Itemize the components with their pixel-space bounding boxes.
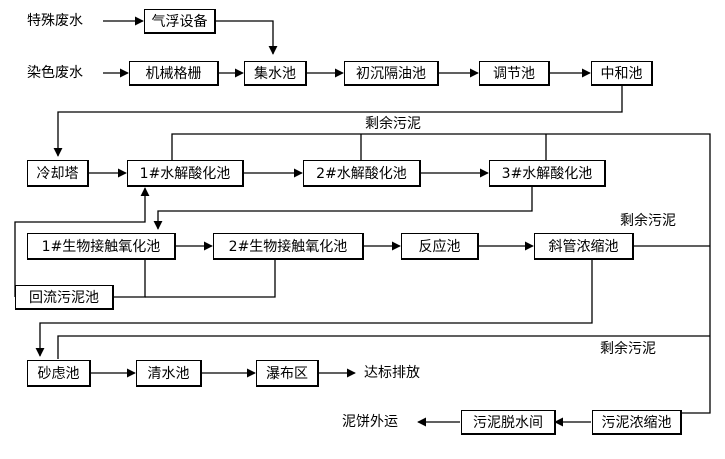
cooling-tower-box: 冷却塔	[27, 160, 89, 187]
special-wastewater-label: 特殊废水	[27, 13, 83, 29]
hydrolysis-tank-3-box: 3#水解酸化池	[489, 160, 606, 187]
return-sludge-from-contact2	[145, 259, 276, 298]
return-sludge-loop	[14, 187, 150, 297]
excess-sludge-label-bottom: 剩余污泥	[600, 341, 656, 357]
collection-tank-box: 集水池	[244, 61, 307, 86]
hydrolysis-tank-2-box: 2#水解酸化池	[303, 160, 421, 187]
arrow-thickener-to-sandfilter	[35, 259, 593, 357]
clear-water-tank-box: 清水池	[136, 360, 202, 387]
air-flotation-box: 气浮设备	[144, 9, 216, 34]
excess-sludge-label-right: 剩余污泥	[620, 213, 676, 229]
sand-filter-box: 砂虑池	[27, 360, 91, 387]
neutralization-tank-box: 中和池	[591, 61, 653, 86]
arrow-hydrolysis3-to-contact1	[153, 186, 533, 230]
excess-sludge-label-top: 剩余污泥	[365, 116, 421, 132]
discharge-label: 达标排放	[364, 365, 420, 381]
reaction-tank-box: 反应池	[401, 233, 479, 260]
excess-sludge-bottom-line	[57, 335, 710, 359]
bar-screen-box: 机械格栅	[129, 61, 219, 86]
hydrolysis-tank-1-box: 1#水解酸化池	[127, 160, 244, 187]
contact-oxidation-tank-1-box: 1#生物接触氧化池	[27, 233, 176, 260]
dyeing-wastewater-label: 染色废水	[27, 65, 83, 81]
equalization-tank-box: 调节池	[479, 61, 550, 86]
sludge-dewatering-room-box: 污泥脱水间	[461, 410, 556, 435]
excess-sludge-top-line	[171, 133, 711, 414]
inclined-tube-thickener-box: 斜管浓缩池	[534, 233, 634, 260]
arrow-flotation-to-collection	[215, 20, 278, 55]
cascade-zone-box: 瀑布区	[256, 360, 319, 387]
sludge-cake-label: 泥饼外运	[342, 414, 398, 430]
sludge-thickener-box: 污泥浓缩池	[592, 410, 682, 435]
return-sludge-tank-box: 回流污泥池	[15, 285, 114, 310]
primary-oil-separator-box: 初沉隔油池	[344, 61, 439, 86]
return-sludge-from-contact1	[113, 259, 146, 298]
arrow-neutralization-to-cooling	[53, 85, 623, 157]
contact-oxidation-tank-2-box: 2#生物接触氧化池	[213, 233, 364, 260]
